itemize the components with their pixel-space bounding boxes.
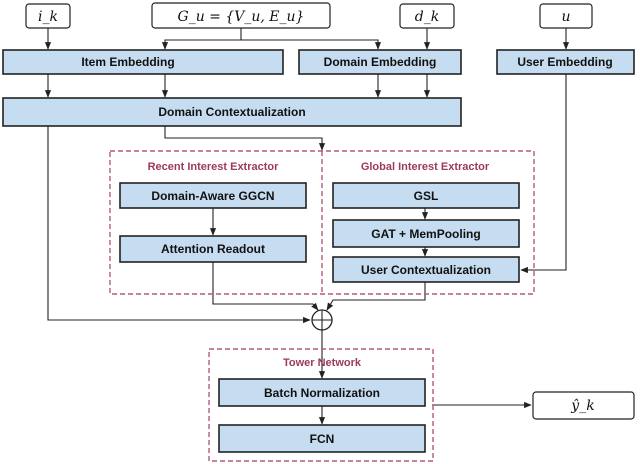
- output-node: ŷ_k: [532, 391, 635, 420]
- gsl-box: GSL: [332, 182, 520, 209]
- connections: [44, 28, 570, 425]
- input-graph: G_u = {V_u, E_u}: [151, 2, 331, 29]
- input-domain-label: d_k: [415, 9, 439, 25]
- domain-embedding-box: Domain Embedding: [298, 49, 462, 75]
- extractor-group: Recent Interest Extractor Global Interes…: [109, 150, 535, 295]
- tower-network-title: Tower Network: [283, 357, 362, 369]
- fcn-label: FCN: [310, 432, 335, 446]
- user-contextualization-label: User Contextualization: [361, 263, 491, 277]
- gat-mempooling-box: GAT + MemPooling: [332, 219, 520, 248]
- input-item-label: i_k: [38, 9, 58, 25]
- domain-contextualization-label: Domain Contextualization: [158, 105, 305, 119]
- item-embedding-label: Item Embedding: [81, 55, 174, 69]
- gsl-label: GSL: [414, 189, 439, 203]
- recent-extractor-title: Recent Interest Extractor: [148, 161, 280, 173]
- domain-aware-ggcn-label: Domain-Aware GGCN: [151, 189, 274, 203]
- batch-normalization-label: Batch Normalization: [264, 386, 380, 400]
- input-user: u: [539, 3, 593, 29]
- item-embedding-box: Item Embedding: [2, 49, 284, 75]
- input-graph-label: G_u = {V_u, E_u}: [178, 9, 305, 25]
- attention-readout-box: Attention Readout: [119, 235, 307, 263]
- output-label: ŷ_k: [570, 397, 594, 414]
- global-extractor-title: Global Interest Extractor: [361, 161, 490, 173]
- sum-node: [311, 309, 333, 331]
- user-embedding-label: User Embedding: [517, 55, 612, 69]
- gat-mempooling-label: GAT + MemPooling: [371, 227, 480, 241]
- fcn-box: FCN: [218, 424, 426, 453]
- attention-readout-label: Attention Readout: [161, 242, 265, 256]
- domain-aware-ggcn-box: Domain-Aware GGCN: [119, 182, 307, 209]
- user-embedding-box: User Embedding: [496, 49, 635, 75]
- input-item: i_k: [25, 3, 71, 29]
- user-contextualization-box: User Contextualization: [332, 256, 520, 283]
- input-user-label: u: [561, 9, 570, 25]
- domain-contextualization-box: Domain Contextualization: [2, 97, 462, 127]
- domain-embedding-label: Domain Embedding: [324, 55, 437, 69]
- tower-network-group: Tower Network: [208, 348, 434, 462]
- batch-normalization-box: Batch Normalization: [218, 378, 426, 407]
- input-domain: d_k: [399, 3, 455, 29]
